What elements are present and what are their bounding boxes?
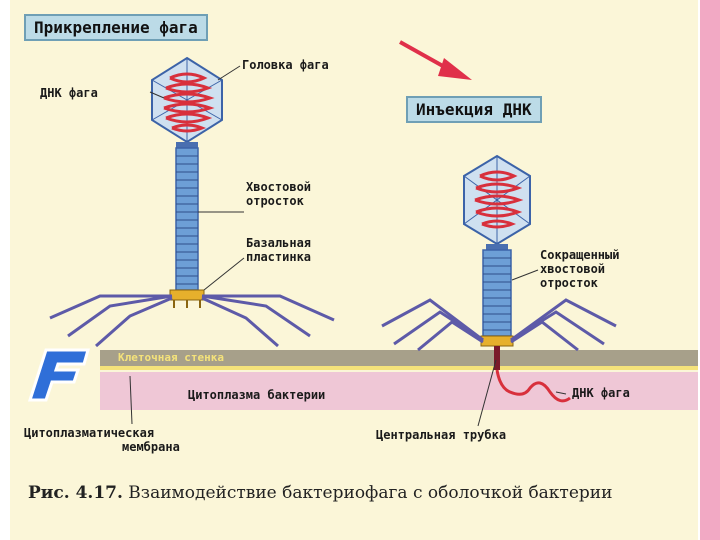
label-phage-dna-injected: ДНК фага bbox=[572, 386, 630, 400]
red-arrow-icon bbox=[399, 40, 472, 80]
label-membrane-line1: Цитоплазматическая bbox=[24, 426, 155, 440]
label-phage-head: Головка фага bbox=[242, 58, 329, 72]
label-phage-dna: ДНК фага bbox=[40, 86, 98, 100]
label-membrane: Цитоплазматическая мембрана bbox=[24, 426, 180, 454]
label-base-plate: Базальная пластинка bbox=[246, 236, 311, 264]
title-attachment: Прикрепление фага bbox=[24, 14, 208, 41]
label-contracted-tail-line1: Сокращенный bbox=[540, 248, 620, 262]
label-central-tube: Центральная трубка bbox=[376, 428, 507, 442]
label-contracted-tail-line3: отросток bbox=[540, 276, 598, 290]
tail-fibers-1 bbox=[49, 294, 335, 348]
tail-1 bbox=[175, 147, 199, 291]
figure-caption: Рис. 4.17. Взаимодействие бактериофага с… bbox=[28, 482, 688, 504]
caption-text: Взаимодействие бактериофага с оболочкой … bbox=[122, 483, 613, 503]
cell-wall-band bbox=[100, 350, 698, 366]
phage-injecting bbox=[381, 154, 617, 403]
tail-fibers-2 bbox=[381, 298, 617, 352]
slide-border bbox=[700, 0, 720, 540]
caption-figure-number: Рис. 4.17. bbox=[28, 483, 123, 503]
title-injection: Инъекция ДНК bbox=[406, 96, 542, 123]
contracted-tail-2 bbox=[482, 249, 512, 337]
central-tube bbox=[494, 346, 500, 370]
dna-coil-2 bbox=[474, 170, 524, 229]
figure-panel bbox=[10, 0, 698, 540]
label-tail-line1: Хвостовой bbox=[246, 180, 312, 194]
base-plate-2 bbox=[480, 335, 514, 347]
label-contracted-tail: Сокращенный хвостовой отросток bbox=[540, 248, 619, 290]
phage-attaching bbox=[49, 56, 335, 348]
cytoplasm-band bbox=[100, 372, 698, 410]
base-plate-1 bbox=[169, 289, 205, 301]
label-cell-wall: Клеточная стенка bbox=[118, 351, 224, 364]
label-base-plate-line1: Базальная bbox=[246, 236, 312, 250]
injected-dna bbox=[495, 369, 571, 403]
label-contracted-tail-line2: хвостовой bbox=[540, 262, 606, 276]
cell-wall-highlight bbox=[100, 366, 698, 370]
label-cytoplasm: Цитоплазма бактерии bbox=[188, 388, 326, 402]
label-tail-line2: отросток bbox=[246, 194, 304, 208]
label-base-plate-line2: пластинка bbox=[246, 250, 312, 264]
label-tail: Хвостовой отросток bbox=[246, 180, 311, 208]
label-membrane-line2: мембрана bbox=[122, 440, 180, 454]
letter-f-logo-icon bbox=[28, 348, 90, 402]
dna-coil-1 bbox=[163, 72, 215, 133]
